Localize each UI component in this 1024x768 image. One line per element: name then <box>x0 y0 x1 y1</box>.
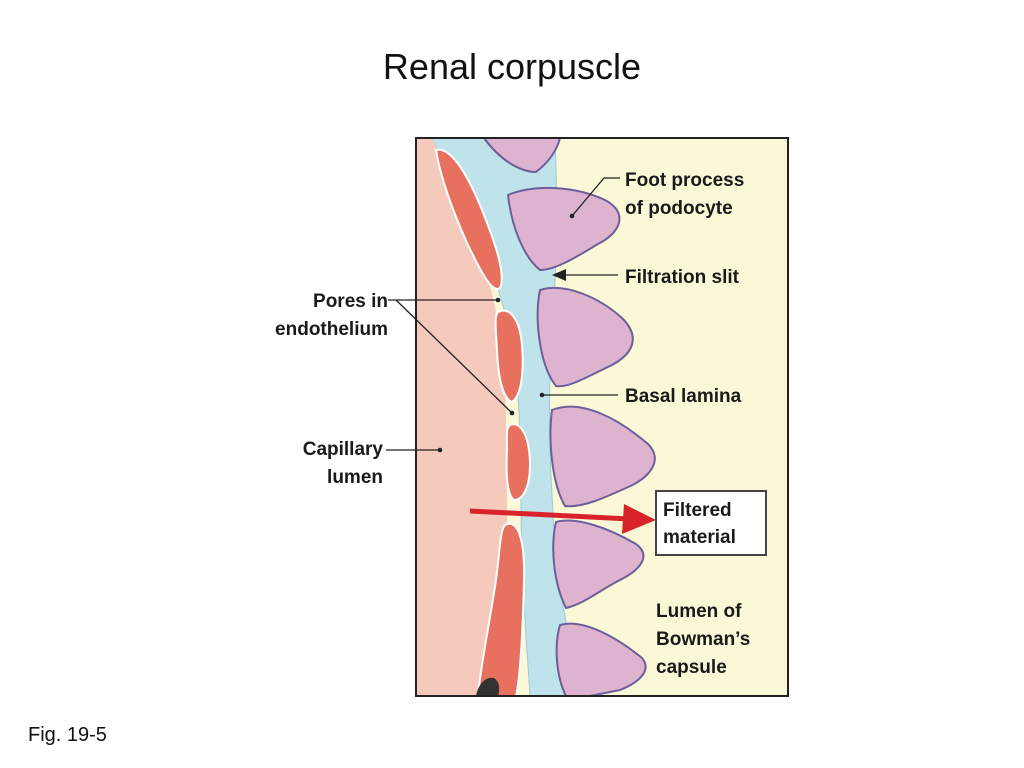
label-filtered-material-line2: material <box>663 527 736 548</box>
filtration-slit-arrowhead <box>552 269 566 281</box>
filtration-arrow-shaft <box>469 508 631 522</box>
label-pores-line1: Pores in <box>313 291 388 312</box>
label-bowmans-lumen-line1: Lumen of <box>656 601 742 622</box>
label-filtered-material-line1: Filtered <box>663 500 732 521</box>
label-foot-process-line1: Foot process <box>625 170 744 191</box>
endothelial-cell <box>505 423 532 502</box>
label-bowmans-lumen-line2: Bowman’s <box>656 629 750 650</box>
label-pores-line2: endothelium <box>275 319 388 340</box>
page-title: Renal corpuscle <box>382 46 642 87</box>
foot-process <box>555 622 647 696</box>
label-capillary-lumen-line2: lumen <box>327 467 383 488</box>
diagram-frame <box>415 137 789 697</box>
filtered-material-box <box>655 490 767 556</box>
nucleus <box>476 677 500 696</box>
endothelial-cell <box>494 309 524 404</box>
endothelial-cell <box>434 148 503 290</box>
capillary-lumen <box>416 138 516 696</box>
label-basal-lamina: Basal lamina <box>625 386 742 407</box>
foot-process <box>482 138 562 174</box>
endothelial-cell <box>476 522 526 696</box>
foot-process <box>506 186 621 272</box>
label-foot-process-line2: of podocyte <box>625 198 733 219</box>
leader-line-pores-lower <box>395 299 513 414</box>
foot-process <box>552 519 645 610</box>
label-bowmans-lumen-line3: capsule <box>656 657 727 678</box>
filtration-arrow-head <box>622 504 656 534</box>
figure-reference: Fig. 19-5 <box>28 724 107 746</box>
label-capillary-lumen-line1: Capillary <box>303 439 384 460</box>
foot-process <box>536 286 634 388</box>
leader-line-foot-process <box>571 177 620 217</box>
foot-process <box>549 405 656 508</box>
label-filtration-slit: Filtration slit <box>625 267 740 288</box>
